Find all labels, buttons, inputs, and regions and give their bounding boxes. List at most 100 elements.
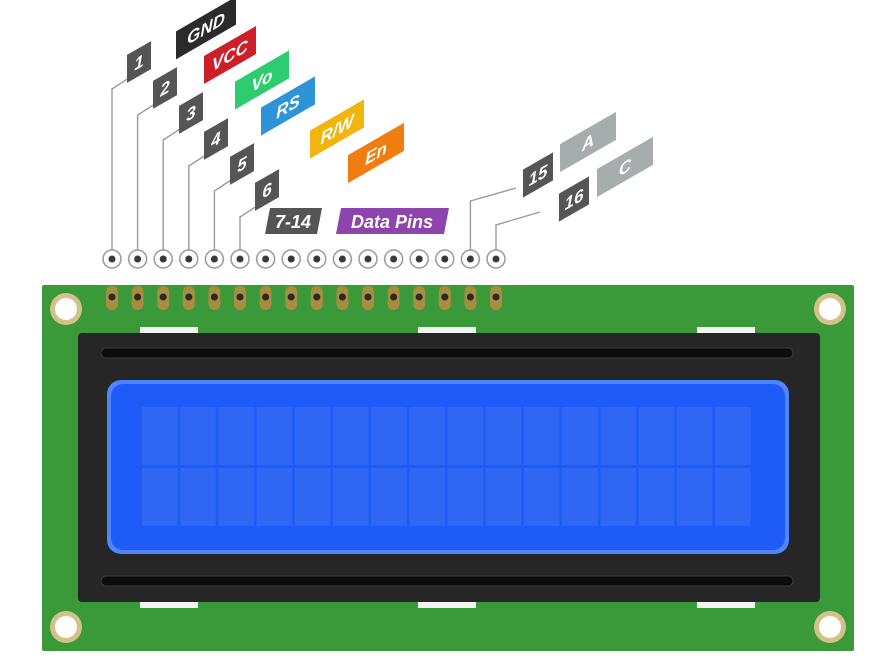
label-text: C <box>619 153 632 180</box>
header-pin <box>179 249 199 269</box>
header-pin <box>307 249 327 269</box>
char-cell <box>715 468 751 526</box>
header-pin <box>383 249 404 269</box>
char-cell <box>676 468 713 526</box>
char-cell <box>485 468 522 526</box>
char-cell <box>142 468 178 526</box>
label-tag: 1 <box>127 41 151 83</box>
char-cell <box>562 468 598 526</box>
header-pin <box>486 249 506 269</box>
mounting-hole-top-right <box>814 293 846 325</box>
char-cell <box>180 468 216 526</box>
char-cell <box>294 468 331 526</box>
data-pins-label-tag: Data Pins <box>336 208 449 234</box>
char-cell <box>562 407 598 465</box>
character-cells <box>142 407 751 526</box>
char-cell <box>447 468 484 526</box>
label-tag: Vo <box>235 50 289 110</box>
header-pin <box>332 249 353 269</box>
header-pin <box>409 249 429 269</box>
label-tag: 2 <box>153 67 177 109</box>
label-tag: 16 <box>559 176 589 222</box>
label-text: 7-14 <box>275 212 311 232</box>
char-cell <box>409 407 445 465</box>
solder-pad <box>362 286 374 310</box>
solder-pad <box>464 286 477 310</box>
solder-pads <box>106 286 502 310</box>
char-cell <box>676 407 713 465</box>
header-pin <box>102 249 122 269</box>
label-tag: 3 <box>179 92 203 134</box>
solder-pad <box>182 286 195 310</box>
solder-pad <box>285 286 298 310</box>
label-text: 2 <box>159 75 170 101</box>
label-tag: C <box>597 136 653 198</box>
label-text: 6 <box>262 177 272 202</box>
wire <box>469 187 517 250</box>
wire <box>213 177 235 250</box>
label-text: 5 <box>237 151 247 176</box>
solder-pad <box>208 286 221 310</box>
label-tag: 5 <box>230 143 254 185</box>
solder-pad <box>131 286 144 310</box>
solder-pad <box>106 286 118 310</box>
header-pin <box>127 249 148 269</box>
mounting-hole-bottom-left <box>50 611 82 643</box>
char-cell <box>333 407 369 465</box>
header-pin <box>204 249 225 269</box>
wire <box>162 126 184 250</box>
char-cell <box>371 468 407 526</box>
char-cell <box>600 468 636 526</box>
char-cell <box>218 407 254 465</box>
data-pins-number-tag: 7-14 <box>265 208 322 234</box>
wire <box>495 211 541 250</box>
char-cell <box>524 407 560 465</box>
pin-wires <box>111 75 541 250</box>
label-tag: 15 <box>523 152 553 198</box>
header-pin <box>255 249 276 269</box>
char-cell <box>409 468 445 526</box>
label-tag: 4 <box>204 118 228 160</box>
char-cell <box>447 407 484 465</box>
bezel-tabs <box>140 327 755 608</box>
header-pins <box>102 249 506 269</box>
char-cell <box>142 407 178 465</box>
wire <box>136 101 159 250</box>
char-cell <box>180 407 216 465</box>
solder-pad <box>438 286 451 310</box>
char-cell <box>524 468 560 526</box>
solder-pad <box>336 286 349 310</box>
char-cell <box>485 407 522 465</box>
char-cell <box>294 407 331 465</box>
char-cell <box>256 407 293 465</box>
label-text: 3 <box>186 101 195 126</box>
label-text: VCC <box>212 35 249 76</box>
header-pin <box>460 249 481 269</box>
header-pin <box>358 249 378 269</box>
header-pin <box>153 249 173 269</box>
mounting-hole-top-left <box>50 293 82 325</box>
char-cell <box>218 468 254 526</box>
wire <box>188 152 210 250</box>
char-cell <box>256 468 293 526</box>
label-tag: 6 <box>255 169 279 211</box>
header-pin <box>435 249 455 269</box>
label-text: Data Pins <box>351 212 433 232</box>
header-pin <box>281 249 301 269</box>
label-text: 1 <box>134 50 143 75</box>
wire <box>111 75 133 250</box>
label-tag: R/W <box>310 99 364 159</box>
char-cell <box>600 407 636 465</box>
char-cell <box>638 407 675 465</box>
solder-pad <box>490 286 502 310</box>
bezel-groove-top <box>100 347 794 359</box>
label-text: GND <box>187 7 225 48</box>
wire <box>239 203 261 250</box>
char-cell <box>371 407 407 465</box>
mounting-hole-bottom-right <box>814 611 846 643</box>
char-cell <box>715 407 751 465</box>
solder-pad <box>413 286 426 310</box>
header-pin <box>230 249 250 269</box>
